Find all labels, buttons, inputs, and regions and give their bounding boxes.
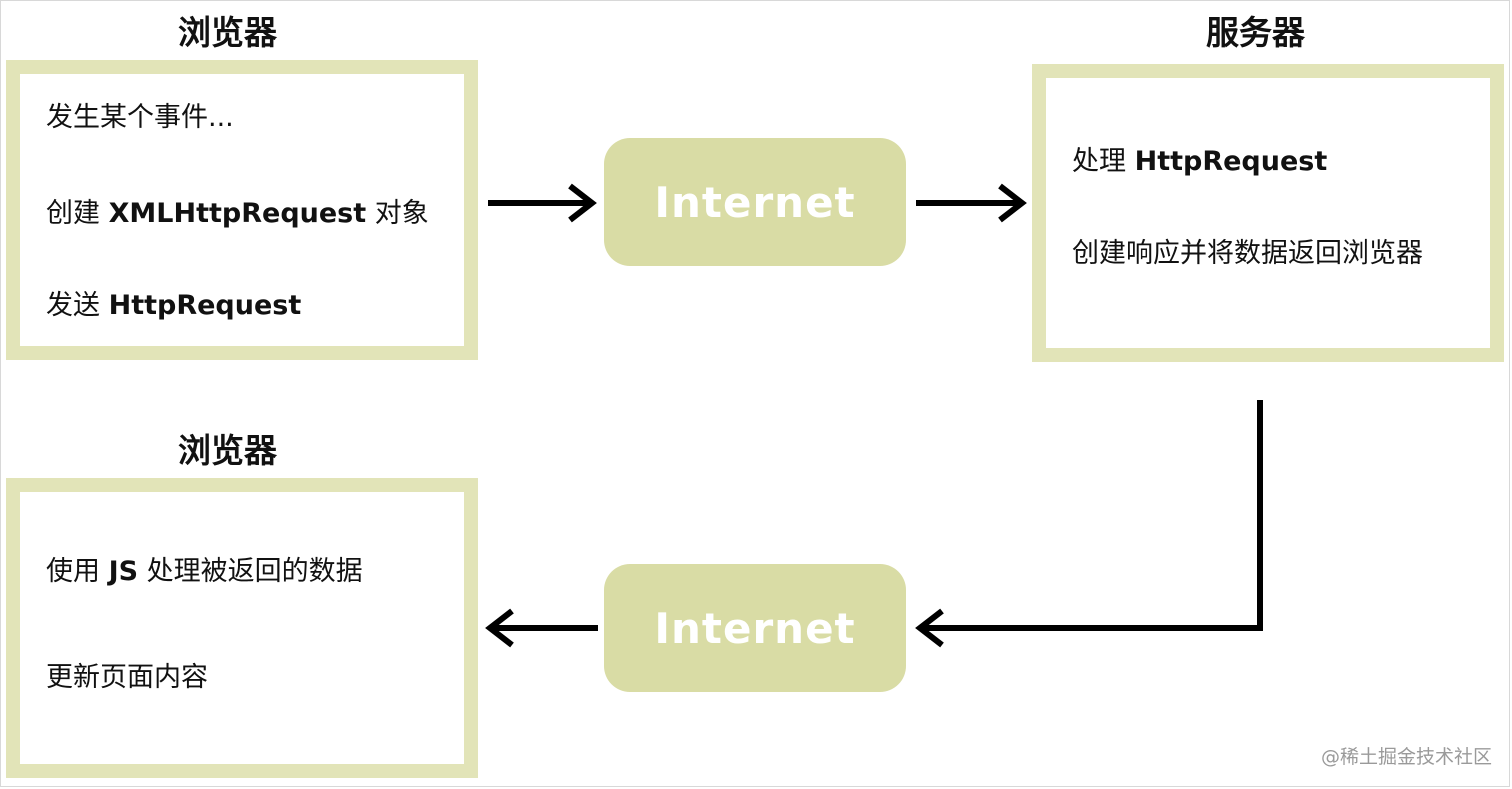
browser-top-line-1: 发生某个事件... [46, 102, 234, 133]
arrow-internet-to-browser [485, 608, 598, 648]
watermark: @稀土掘金技术社区 [1320, 746, 1492, 768]
browser-top-box: 发生某个事件... 创建 XMLHttpRequest 对象 发送 HttpRe… [6, 60, 478, 360]
browser-top-line-3: 发送 HttpRequest [46, 290, 302, 321]
arrow-server-to-internet [915, 400, 1263, 648]
internet-top-node: Internet [604, 138, 906, 266]
internet-bottom-node: Internet [604, 564, 906, 692]
browser-top-line-2: 创建 XMLHttpRequest 对象 [46, 198, 429, 229]
browser-bottom-line-2: 更新页面内容 [46, 662, 208, 693]
server-heading: 服务器 [1206, 13, 1305, 52]
browser-bottom-heading: 浏览器 [178, 431, 277, 470]
browser-top-heading: 浏览器 [178, 13, 277, 52]
arrow-internet-to-server [916, 183, 1027, 223]
arrow-browser-to-internet [488, 183, 597, 223]
browser-bottom-line-1: 使用 JS 处理被返回的数据 [46, 556, 363, 587]
browser-bottom-box: 使用 JS 处理被返回的数据 更新页面内容 [6, 478, 478, 778]
server-box: 处理 HttpRequest 创建响应并将数据返回浏览器 [1032, 64, 1504, 362]
server-line-2: 创建响应并将数据返回浏览器 [1072, 238, 1423, 269]
server-line-1: 处理 HttpRequest [1072, 146, 1328, 177]
